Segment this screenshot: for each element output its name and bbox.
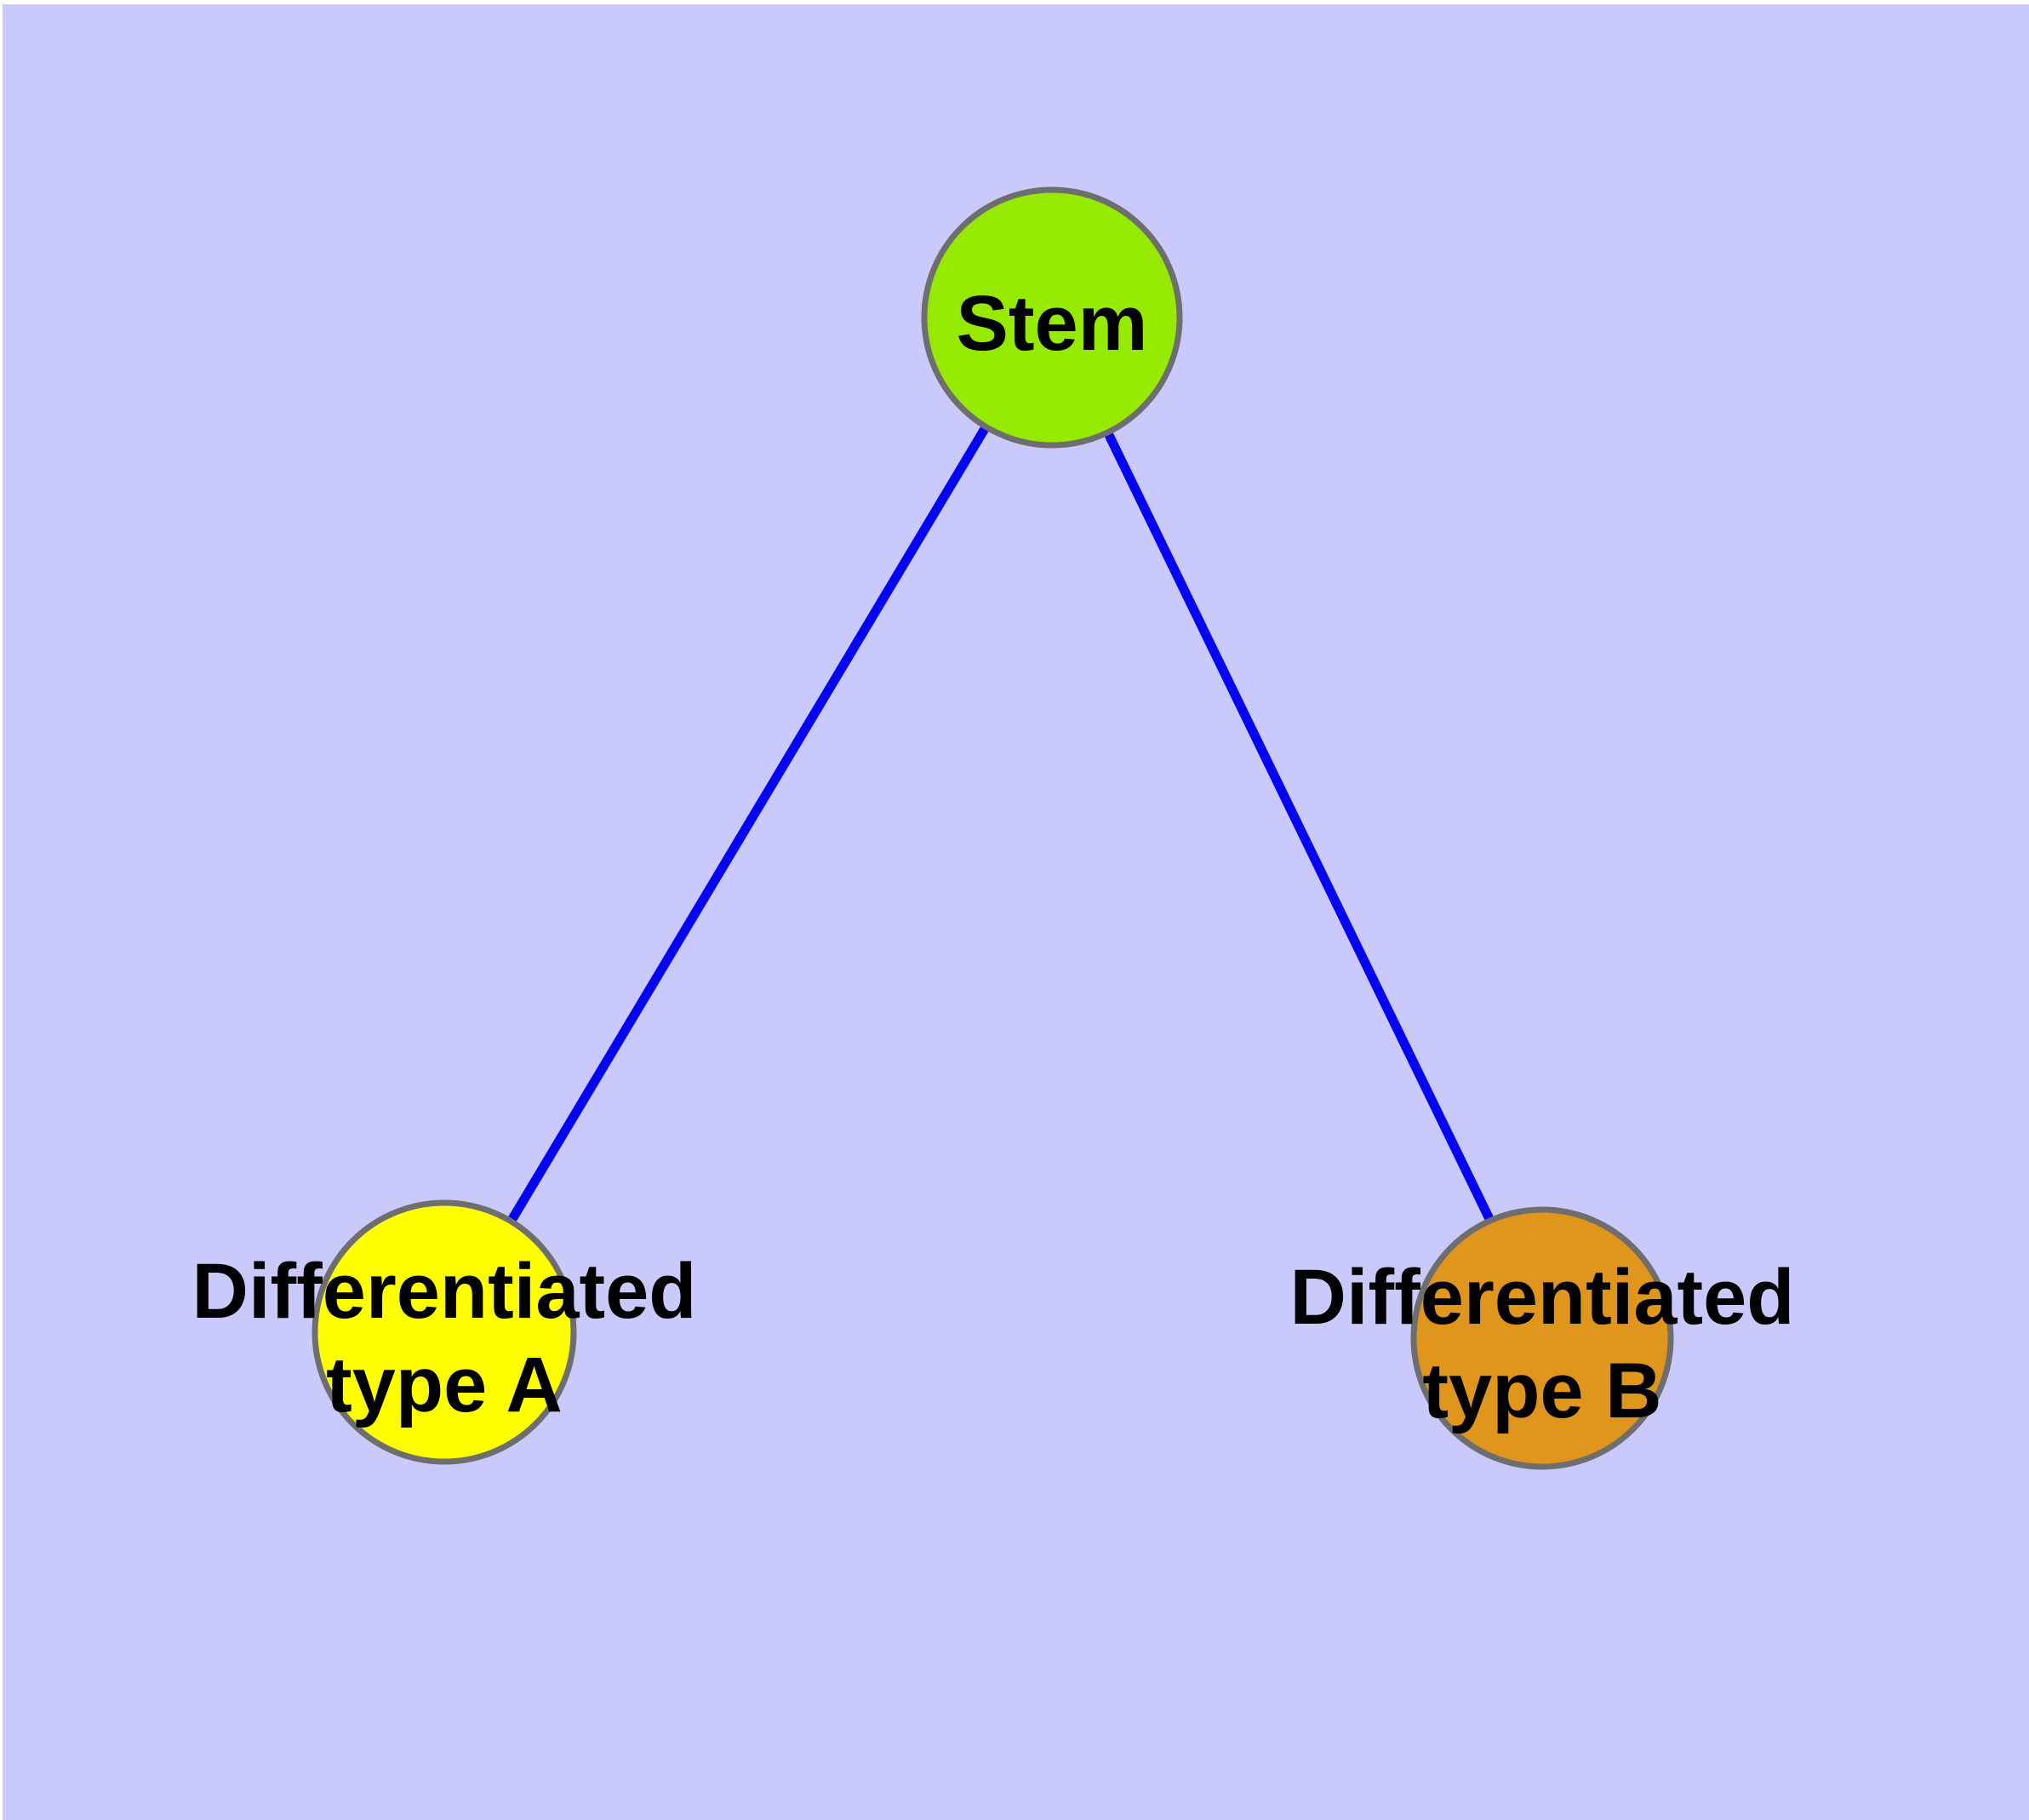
node-type-b-label-line1: Differentiated — [1290, 1254, 1795, 1341]
node-type-b-label-line2: type B — [1422, 1348, 1661, 1434]
node-type-a-label-line1: Differentiated — [192, 1248, 697, 1335]
node-differentiated-type-a — [311, 1199, 577, 1465]
node-stem-label: Stem — [957, 280, 1148, 367]
node-differentiated-type-b — [1410, 1206, 1674, 1470]
edge-stem-to-type-a — [506, 425, 990, 1226]
node-stem — [921, 186, 1183, 449]
node-type-a-label-line2: type A — [326, 1342, 563, 1428]
edge-stem-to-type-b — [1104, 431, 1495, 1225]
